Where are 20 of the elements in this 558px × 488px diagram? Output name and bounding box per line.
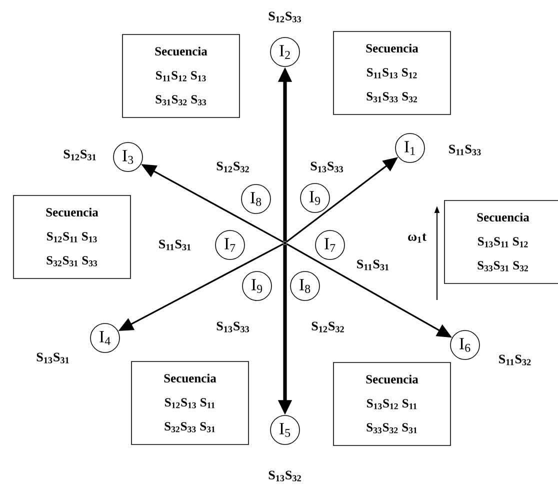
state-label: S$_{12}$S$_{32}$ <box>216 162 249 172</box>
switch-label: S$_{13}$S$_{31}$ <box>36 352 69 364</box>
state-label: S$_{13}$S$_{33}$ <box>310 162 344 172</box>
sequence-box: Secuencia S$_{11}$S$_{13}$ S$_{12}$ S$_{31}$S$_{33}$ S$_{32}$ <box>333 31 451 115</box>
state-label: S$_{13}$S$_{33}$ <box>216 322 250 332</box>
state-label: S$_{11}$S$_{31}$ <box>357 260 389 270</box>
state-label: ω$_{1}$t <box>408 233 426 243</box>
switch-label: S$_{11}$S$_{32}$ <box>499 354 531 366</box>
sequence-box: Secuencia S$_{13}$S$_{12}$ S$_{11}$ S$_{33}$S$_{32}$ S$_{31}$ <box>333 362 451 446</box>
sequence-box: Secuencia S$_{12}$S$_{13}$ S$_{11}$ S$_{32}$S$_{33}$ S$_{31}$ <box>131 361 249 445</box>
switch-label: S$_{13}$S$_{32}$ <box>268 470 301 482</box>
switch-label: S$_{12}$S$_{33}$ <box>268 12 302 22</box>
sequence-box: Secuencia S$_{12}$S$_{11}$ S$_{13}$ S$_{32}$S$_{31}$ S$_{33}$ <box>13 195 131 279</box>
sequence-box: Secuencia S$_{13}$S$_{11}$ S$_{12}$ S$_{33}$S$_{31}$ S$_{32}$ <box>444 200 558 284</box>
center-point <box>284 242 286 244</box>
switch-label: S$_{12}$S$_{31}$ <box>64 150 96 160</box>
sequence-box: Secuencia S$_{11}$S$_{12}$ S$_{13}$ S$_{31}$S$_{32}$ S$_{33}$ <box>122 34 240 118</box>
state-label: S$_{11}$S$_{31}$ <box>159 240 191 250</box>
switch-label: S$_{11}$S$_{33}$ <box>449 144 481 156</box>
state-label: S$_{12}$S$_{32}$ <box>312 322 344 332</box>
